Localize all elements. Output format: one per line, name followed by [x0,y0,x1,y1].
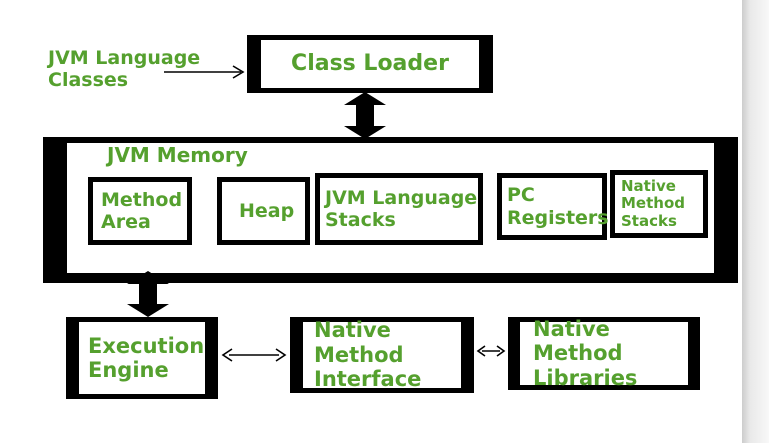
execution-engine-label: Execution Engine [88,333,205,382]
jvm-language-classes-label: JVM Language Classes [48,47,201,92]
class-loader-label: Class Loader [291,51,449,77]
heap-box: Heap [217,177,310,245]
jvm-language-stacks-label: JVM Language Stacks [325,186,478,231]
jvm-memory-container: JVM Memory Method Area Heap JVM Language… [43,137,738,283]
native-method-stacks-label: Native Method Stacks [621,176,685,230]
pc-registers-box: PC Registers [497,173,609,240]
jvm-memory-title: JVM Memory [107,143,248,167]
native-method-interface-box: Native Method Interface [290,317,474,393]
double-arrow-class-loader-memory-icon [344,92,386,139]
double-arrow-memory-execution-engine-icon [127,271,169,317]
class-loader-box: Class Loader [247,35,493,93]
method-area-box: Method Area [88,177,192,245]
pc-registers-label: PC Registers [507,184,609,229]
native-method-libraries-label: Native Method Libraries [533,316,638,390]
jvm-language-stacks-box: JVM Language Stacks [315,173,483,245]
method-area-label: Method Area [101,188,183,233]
page-edge-shadow [742,0,769,443]
native-method-stacks-box: Native Method Stacks [610,170,708,238]
double-arrow-interface-libraries-icon [476,345,506,357]
arrow-classes-to-class-loader-icon [164,65,245,79]
native-method-libraries-box: Native Method Libraries [508,317,700,390]
double-arrow-engine-interface-icon [221,348,287,362]
native-method-interface-label: Native Method Interface [314,318,422,392]
execution-engine-box: Execution Engine [66,317,218,399]
heap-label: Heap [239,199,295,222]
